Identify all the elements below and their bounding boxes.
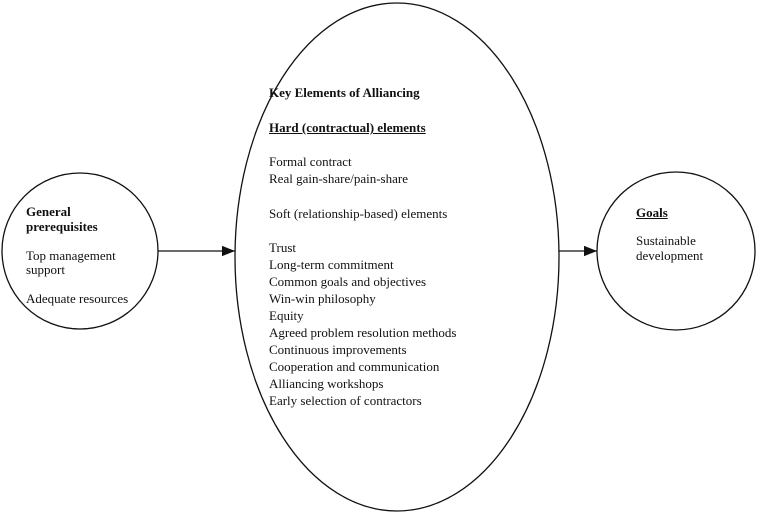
goals-item: development	[636, 248, 704, 263]
soft-item: Cooperation and communication	[269, 359, 440, 374]
soft-item: Common goals and objectives	[269, 274, 427, 289]
soft-heading: Soft (relationship-based) elements	[269, 206, 448, 221]
soft-item: Equity	[269, 308, 304, 323]
prereq-title-1: General	[26, 204, 71, 219]
soft-item: Continuous improvements	[269, 342, 407, 357]
prereq-item: Top management	[26, 248, 116, 263]
center-title: Key Elements of Alliancing	[269, 85, 420, 100]
prereq-title-2: prerequisites	[26, 219, 98, 234]
soft-item: Trust	[269, 240, 296, 255]
soft-item: Long-term commitment	[269, 257, 394, 272]
hard-item: Real gain-share/pain-share	[269, 171, 408, 186]
soft-item: Early selection of contractors	[269, 393, 422, 408]
prereq-item: Adequate resources	[26, 291, 129, 306]
soft-item: Win-win philosophy	[269, 291, 376, 306]
soft-item: Agreed problem resolution methods	[269, 325, 457, 340]
hard-heading: Hard (contractual) elements	[269, 120, 426, 135]
prereq-item: support	[26, 262, 65, 277]
goals-item: Sustainable	[636, 233, 696, 248]
key-elements-ellipse	[234, 2, 560, 512]
hard-item: Formal contract	[269, 154, 352, 169]
soft-item: Alliancing workshops	[269, 376, 384, 391]
goals-title: Goals	[636, 205, 668, 220]
